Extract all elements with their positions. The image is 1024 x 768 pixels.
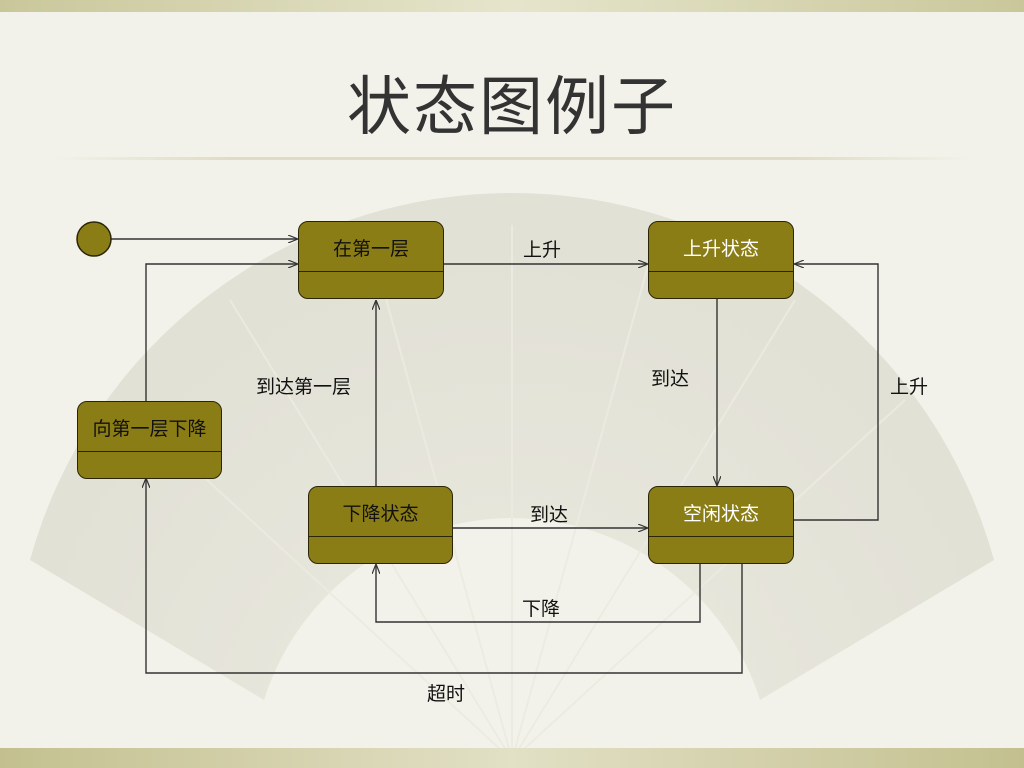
label-idle-timeout: 超时 — [427, 683, 466, 705]
edge-idle-to-descending — [376, 563, 701, 623]
state-rising[interactable]: 上升状态 — [648, 221, 794, 299]
label-idle-to-descending: 下降 — [522, 598, 561, 620]
state-idle-label: 空闲状态 — [649, 487, 793, 537]
state-descending[interactable]: 下降状态 — [308, 486, 453, 564]
label-idle-to-rising: 上升 — [890, 376, 929, 398]
label-first-to-rising: 上升 — [523, 239, 562, 261]
title-divider — [50, 157, 974, 160]
top-band — [0, 0, 1024, 12]
state-rising-label: 上升状态 — [649, 222, 793, 272]
edge-idle-to-rising — [794, 264, 879, 521]
state-descend-to-first[interactable]: 向第一层下降 — [77, 401, 222, 479]
label-rising-to-idle: 到达 — [651, 368, 690, 390]
edge-idle-timeout — [146, 479, 743, 674]
slide-title: 状态图例子 — [347, 71, 677, 145]
state-idle[interactable]: 空闲状态 — [648, 486, 794, 564]
edge-descend-to-first-floor — [145, 264, 297, 401]
label-descending-to-idle: 到达 — [530, 504, 569, 526]
bottom-band — [0, 748, 1024, 768]
state-first-floor[interactable]: 在第一层 — [298, 221, 444, 299]
label-descending-to-first: 到达第一层 — [256, 376, 352, 398]
initial-state-node — [76, 221, 112, 257]
state-first-floor-label: 在第一层 — [299, 222, 443, 272]
state-descend-to-first-label: 向第一层下降 — [78, 402, 221, 452]
state-descending-label: 下降状态 — [309, 487, 452, 537]
